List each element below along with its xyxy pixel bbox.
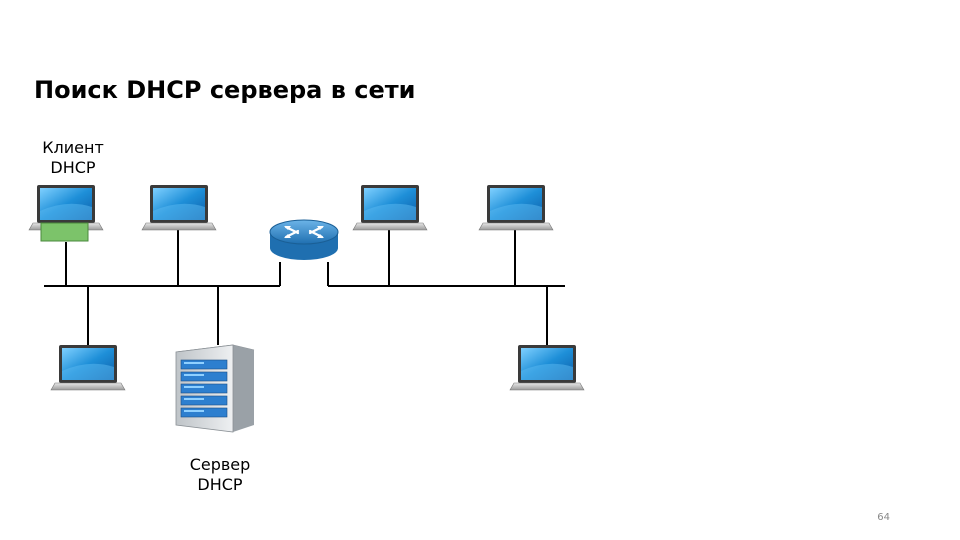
laptop-icon-top-5: [478, 184, 554, 231]
slide-title: Поиск DHCP сервера в сети: [34, 76, 416, 104]
client-label-line2: DHCP: [50, 158, 96, 177]
laptop-icon-bottom-1: [50, 344, 126, 391]
server-label: Сервер DHCP: [170, 455, 270, 495]
page-number: 64: [877, 512, 890, 523]
server-label-line1: Сервер: [189, 455, 251, 474]
laptop-icon-bottom-right: [509, 344, 585, 391]
client-label: Клиент DHCP: [28, 138, 118, 178]
laptop-icon-top-2: [141, 184, 217, 231]
client-label-line1: Клиент: [42, 138, 104, 157]
laptop-icon-top-4: [352, 184, 428, 231]
client-highlight-box: [40, 222, 89, 242]
network-wires: [44, 230, 565, 345]
server-icon: [175, 344, 255, 433]
router-icon: [269, 219, 339, 260]
server-label-line2: DHCP: [197, 475, 243, 494]
